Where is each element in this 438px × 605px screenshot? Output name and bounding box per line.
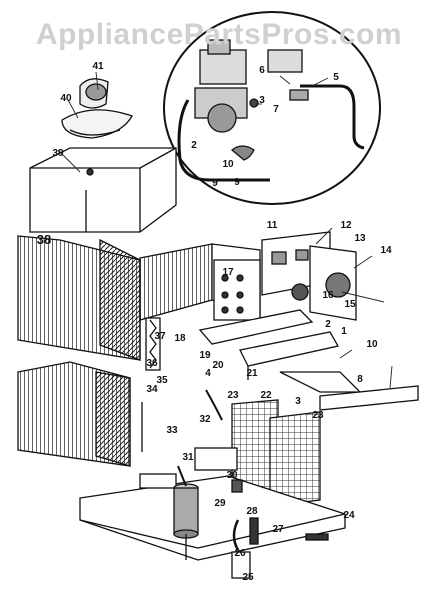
callout-number: 29 [214, 498, 226, 509]
callout-number: 2 [325, 319, 331, 330]
control-panel [261, 231, 357, 321]
condenser-coil-lower [17, 361, 131, 467]
callout-number: 16 [322, 290, 334, 301]
callout-number: 3 [259, 95, 265, 106]
leader-lines [57, 71, 393, 389]
callout-number: 33 [166, 425, 178, 436]
callout-number: 30 [226, 470, 238, 481]
callout-number: 9 [212, 178, 218, 189]
compressor [173, 465, 199, 560]
condenser-coil-upper [17, 235, 141, 361]
callout-number: 9 [234, 177, 240, 188]
callout-number: 39 [52, 148, 64, 159]
burner-assembly [198, 309, 419, 411]
callout-number: 2 [191, 140, 197, 151]
callout-number: 32 [199, 414, 211, 425]
callout-number: 10 [222, 159, 234, 170]
callout-number: 36 [146, 358, 158, 369]
callout-number: 34 [146, 384, 158, 395]
callout-number: 13 [354, 233, 366, 244]
callout-number: 35 [156, 375, 168, 386]
callout-number: 38 [37, 232, 51, 247]
callout-number: 23 [312, 410, 324, 421]
callout-number: 37 [154, 331, 166, 342]
callout-number: 6 [259, 65, 265, 76]
callout-number: 40 [60, 93, 72, 104]
callout-number: 20 [212, 360, 224, 371]
callout-number: 4 [205, 368, 211, 379]
callout-number: 8 [357, 374, 363, 385]
base-pan [79, 447, 346, 561]
callout-number: 24 [343, 510, 355, 521]
top-cover [29, 147, 177, 233]
callout-number: 10 [366, 339, 378, 350]
callout-number: 1 [341, 326, 347, 337]
callout-number: 23 [227, 390, 239, 401]
callout-number: 31 [182, 452, 194, 463]
callout-number: 41 [92, 61, 104, 72]
callout-number: 26 [234, 548, 246, 559]
fan-motor [61, 78, 133, 139]
callout-number: 19 [199, 350, 211, 361]
callout-number: 25 [242, 572, 254, 583]
callout-number: 11 [267, 220, 278, 231]
gas-valve-inset [163, 11, 381, 205]
callout-number: 22 [260, 390, 272, 401]
callout-number: 7 [273, 104, 279, 115]
callout-number: 18 [174, 333, 186, 344]
callout-number: 21 [246, 368, 258, 379]
callout-number: 17 [222, 267, 234, 278]
callout-number: 15 [344, 299, 356, 310]
callout-number: 27 [272, 524, 284, 535]
callout-number: 5 [333, 72, 339, 83]
callout-number: 28 [246, 506, 258, 517]
small-parts [141, 317, 329, 579]
callout-number: 3 [295, 396, 301, 407]
heat-exchanger [139, 243, 261, 321]
callout-number: 12 [340, 220, 352, 231]
callout-number: 14 [380, 245, 392, 256]
